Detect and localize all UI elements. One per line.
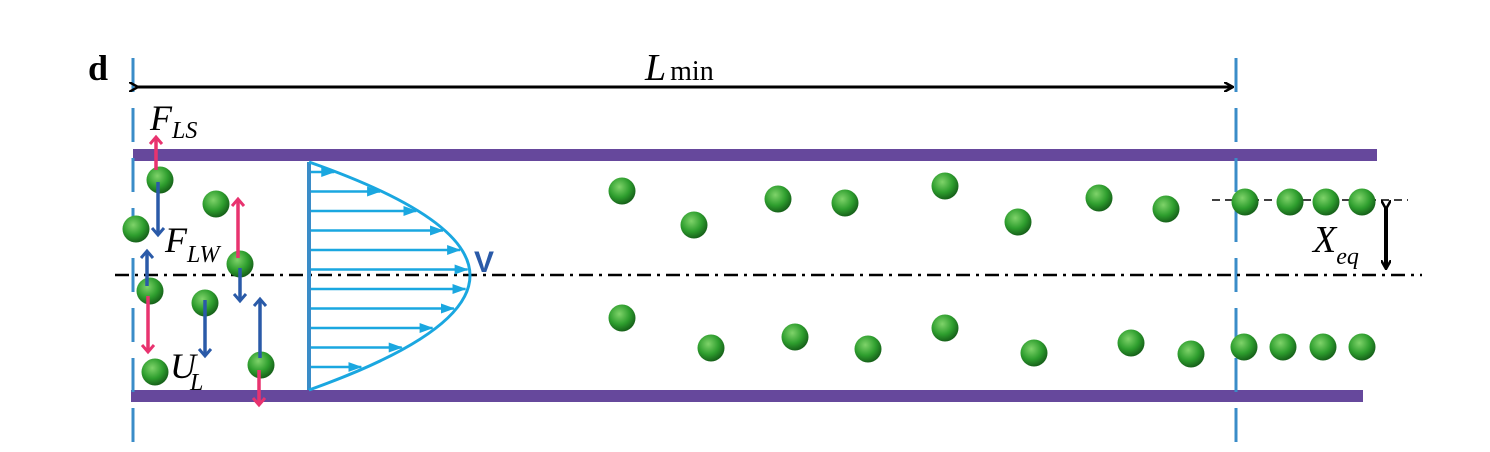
particle: [146, 166, 174, 194]
particle: [1269, 333, 1297, 361]
particle: [697, 334, 725, 362]
label-u-l: UL: [170, 346, 203, 396]
particle: [608, 177, 636, 205]
particle: [831, 189, 859, 217]
particle: [1276, 188, 1304, 216]
particle: [247, 351, 275, 379]
velocity-profile: [307, 160, 472, 392]
particles: [122, 166, 1376, 386]
particle: [1177, 340, 1205, 368]
velocity-label: V: [474, 246, 494, 279]
length-label-main: L: [644, 47, 666, 89]
particle: [1020, 339, 1048, 367]
panel-label: d: [88, 48, 108, 88]
label-x-eq: Xeq: [1311, 219, 1359, 270]
particle: [1085, 184, 1113, 212]
particle: [202, 190, 230, 218]
bottom-wall: [131, 390, 1363, 402]
label-f-lw: FLW: [164, 220, 221, 268]
particle: [226, 250, 254, 278]
particle: [608, 304, 636, 332]
particle: [1117, 329, 1145, 357]
particle: [1348, 333, 1376, 361]
force-arrows: [147, 138, 260, 404]
particle: [122, 215, 150, 243]
particle: [1004, 208, 1032, 236]
particle: [136, 277, 164, 305]
particle: [1309, 333, 1337, 361]
particle: [680, 211, 708, 239]
length-label-sub: min: [670, 56, 714, 87]
particle: [1152, 195, 1180, 223]
particle: [854, 335, 882, 363]
particle: [931, 314, 959, 342]
particle: [1230, 333, 1258, 361]
particle: [764, 185, 792, 213]
label-f-ls: FLS: [149, 98, 197, 144]
particle: [1312, 188, 1340, 216]
particle: [781, 323, 809, 351]
particle: [1231, 188, 1259, 216]
top-wall: [133, 149, 1377, 161]
particle: [1348, 188, 1376, 216]
particle: [141, 358, 169, 386]
particle: [931, 172, 959, 200]
